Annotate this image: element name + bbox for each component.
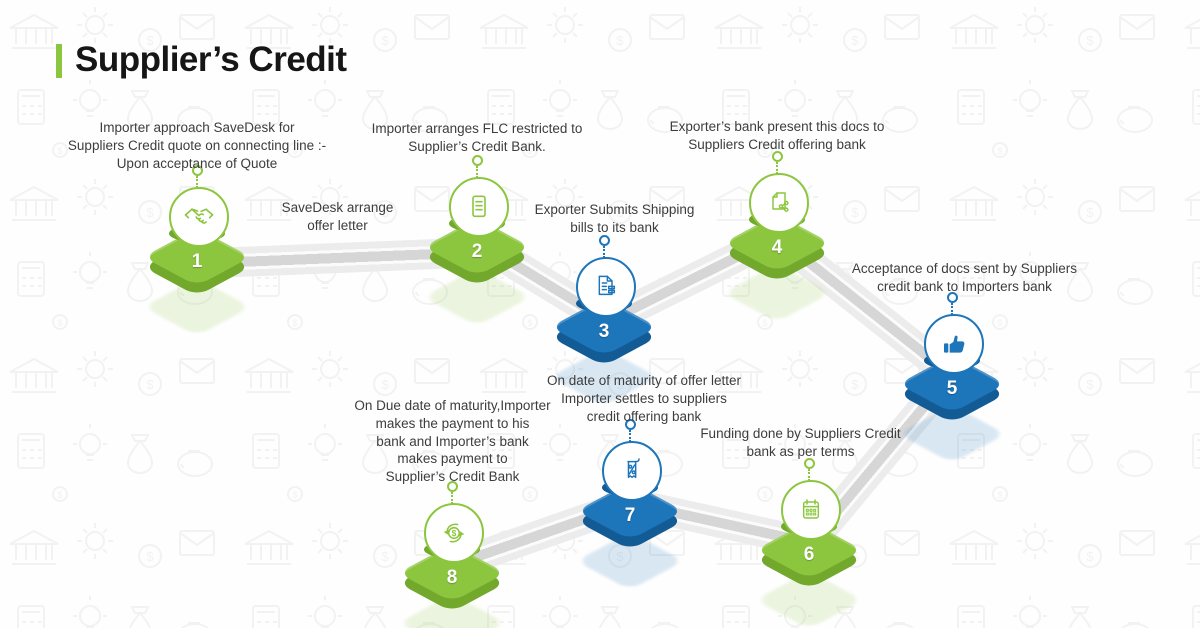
step-number: 8 — [446, 567, 458, 588]
step-node-3: 3 — [539, 235, 669, 407]
step-node-1: 1 — [132, 165, 262, 337]
money-exchange-icon: $ — [424, 503, 484, 563]
document-icon — [449, 177, 509, 237]
pin-icon — [625, 419, 636, 442]
step-number: 6 — [803, 544, 815, 565]
step-number: 5 — [946, 378, 958, 399]
step-number: 4 — [771, 237, 783, 258]
receipt-percent-icon — [602, 441, 662, 501]
pin-icon — [472, 155, 483, 178]
pin-icon — [947, 292, 958, 315]
step-number: 7 — [624, 505, 636, 526]
step-node-2: 2 — [412, 155, 542, 327]
step-number: 2 — [471, 241, 483, 262]
step-label-5: Acceptance of docs sent by Suppliers cre… — [851, 261, 1078, 294]
step-label-7: On date of maturity of offer letter Impo… — [546, 373, 742, 424]
pin-icon — [447, 481, 458, 504]
page-header: Supplier’s Credit — [56, 40, 347, 80]
step-label-6: Funding done by Suppliers Credit bank as… — [700, 426, 901, 459]
handshake-icon — [169, 187, 229, 247]
pin-icon — [599, 235, 610, 258]
step-node-6: 6 — [744, 458, 874, 628]
step-label-1: Importer approach SaveDesk for Suppliers… — [67, 120, 327, 171]
page-title: Supplier’s Credit — [75, 40, 347, 79]
shipping-bill-icon — [576, 257, 636, 317]
share-document-icon — [749, 173, 809, 233]
step-label-2: Importer arranges FLC restricted to Supp… — [371, 121, 583, 154]
step-node-7: 7 — [565, 419, 695, 591]
calendar-icon — [781, 480, 841, 540]
step-node-5: 5 — [887, 292, 1017, 464]
pin-icon — [192, 165, 203, 188]
step-label-4: Exporter’s bank present this docs to Sup… — [669, 119, 885, 152]
step-label-8: On Due date of maturity,Importer makes t… — [354, 398, 551, 485]
step-number: 1 — [191, 251, 203, 272]
step-node-4: 4 — [712, 151, 842, 323]
thumbs-up-icon — [924, 314, 984, 374]
pin-icon — [772, 151, 783, 174]
step-node-8: $ 8 — [387, 481, 517, 628]
step-label-3: Exporter Submits Shipping bills to its b… — [534, 202, 695, 235]
svg-text:$: $ — [452, 528, 457, 538]
title-accent-bar — [56, 44, 62, 78]
connector-label: SaveDesk arrange offer letter — [281, 200, 394, 233]
pin-icon — [804, 458, 815, 481]
step-number: 3 — [598, 321, 610, 342]
